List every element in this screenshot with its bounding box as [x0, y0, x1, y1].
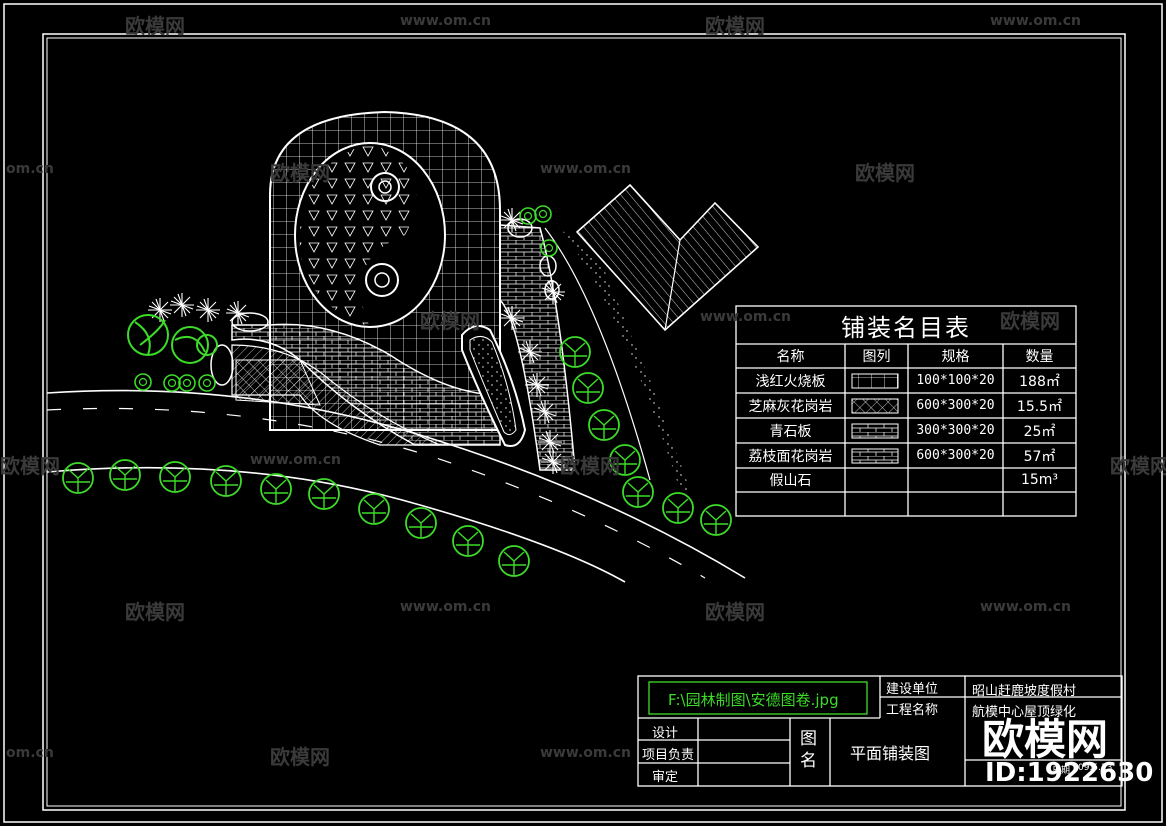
row-qty: 188㎡ — [1019, 373, 1060, 390]
watermark-logo: 欧模网 — [982, 715, 1109, 764]
row-spec: 300*300*20 — [916, 423, 995, 438]
row-name: 芝麻灰花岗岩 — [748, 398, 833, 415]
date-value: 09.5.13 — [1078, 763, 1113, 773]
drawing-title: 平面铺装图 — [850, 744, 931, 763]
header-pattern: 图列 — [862, 349, 891, 365]
header-name: 名称 — [776, 349, 805, 365]
project-label: 工程名称 — [886, 703, 939, 718]
row-name: 青石板 — [769, 423, 812, 440]
row-spec: 600*300*20 — [916, 398, 995, 413]
row-name: 浅红火烧板 — [755, 373, 826, 390]
project-value: 航模中心屋顶绿化 — [972, 705, 1077, 720]
row-qty: 25㎡ — [1023, 423, 1056, 440]
row-spec: 100*100*20 — [916, 373, 995, 388]
row-qty: 15.5㎡ — [1016, 398, 1063, 415]
drawing-name-label: 图名 — [800, 729, 817, 771]
header-spec: 规格 — [941, 349, 970, 365]
row-qty: 57㎡ — [1023, 448, 1056, 465]
project-lead-label: 项目负责 — [642, 748, 695, 763]
date-label: 日期 — [1052, 766, 1071, 776]
paving-legend-table: 铺装名目表 — [736, 306, 1076, 516]
row-name: 假山石 — [769, 473, 812, 489]
client-value: 昭山赶鹿坡度假村 — [972, 684, 1077, 699]
row-spec: 600*300*20 — [916, 448, 995, 463]
design-label: 设计 — [652, 726, 679, 741]
row-name: 荔枝面花岗岩 — [748, 448, 833, 465]
watermark-id: ID:1922630 — [985, 758, 1154, 788]
client-label: 建设单位 — [886, 682, 939, 697]
row-spec — [908, 468, 1003, 492]
legend-title: 铺装名目表 — [841, 313, 971, 342]
file-path: F:\园林制图\安德图卷.jpg — [668, 691, 839, 709]
row-qty: 15m³ — [1020, 472, 1059, 488]
header-qty: 数量 — [1025, 349, 1054, 365]
review-label: 审定 — [652, 770, 679, 785]
